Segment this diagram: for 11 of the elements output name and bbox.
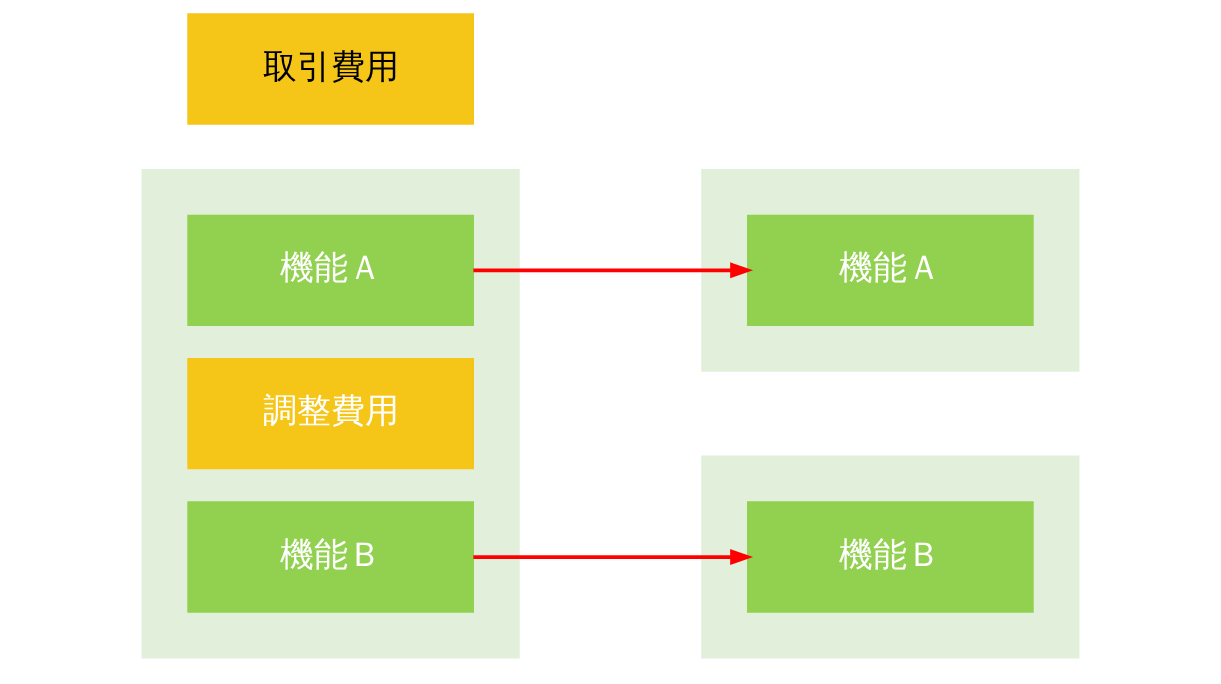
node-box: 機能Ａ (187, 214, 474, 326)
cluster (701, 455, 1080, 659)
node-box: 機能Ｂ (187, 501, 474, 613)
arrow (473, 262, 754, 279)
cluster (701, 168, 1080, 372)
arrow (473, 549, 754, 566)
cluster (141, 168, 520, 659)
node-box: 機能Ｂ (747, 501, 1034, 613)
node-box: 調整費用 (187, 358, 474, 470)
node-box: 機能Ａ (747, 214, 1034, 326)
node-box: 取引費用 (187, 13, 474, 125)
